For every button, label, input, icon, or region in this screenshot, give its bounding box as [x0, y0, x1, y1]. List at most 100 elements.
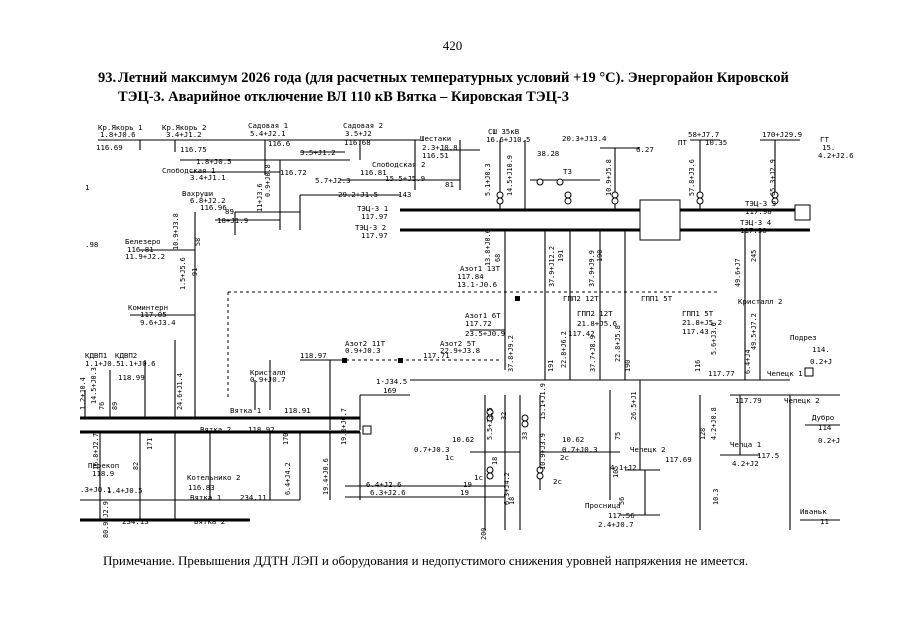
scheme-label: 18+J1.9	[217, 216, 248, 225]
scheme-label: Просница	[585, 501, 621, 510]
scheme-label: 117.71	[423, 351, 450, 360]
scheme-label: 114.	[812, 345, 830, 354]
scheme-label: ТЭЦ-3 2	[355, 223, 386, 232]
scheme-label: 6.4+J2.6	[366, 480, 402, 489]
scheme-vertical-label: 37.9+J12.2	[548, 246, 556, 287]
scheme-vertical-label: 14.5+J0.3	[90, 367, 98, 404]
scheme-label: 117.56	[608, 511, 635, 520]
scheme-label: 169	[383, 386, 396, 395]
scheme-vertical-label: 65.3+J2.9	[769, 159, 777, 196]
scheme-label: Чепецк 1	[767, 369, 803, 378]
scheme-label: 116.83	[188, 483, 215, 492]
scheme-label: 114	[818, 423, 832, 432]
scheme-label: Чепецк 2	[630, 445, 666, 454]
scheme-label: ТЭЦ-3 4	[740, 218, 772, 227]
scheme-label: Коминтерн	[128, 303, 168, 312]
scheme-vertical-label: 37.7+J8.9	[589, 335, 597, 372]
scheme-vertical-label: 5.5+J3.5	[486, 407, 494, 440]
scheme-label: КДВП2	[115, 351, 137, 360]
heading-number: 93.	[98, 70, 117, 86]
scheme-label: 3.5+J1.2	[300, 148, 336, 157]
scheme-vertical-label: 171	[146, 438, 154, 450]
scheme-label: Котельнико 2	[187, 473, 240, 482]
scheme-label: 117.5	[757, 451, 779, 460]
scheme-label: ТЭЦ-3 3	[745, 199, 776, 208]
scheme-label: 116.96	[200, 203, 227, 212]
scheme-label: 10.62	[452, 435, 474, 444]
scheme-label: 116.72	[280, 168, 307, 177]
scheme-label: 38.28	[537, 149, 559, 158]
page-heading: 93. Летний максимум 2026 года (для расче…	[98, 69, 858, 107]
scheme-label: Вахруши	[182, 189, 213, 198]
scheme-label: 234.13	[122, 517, 149, 526]
scheme-label: Белезеро	[125, 237, 161, 246]
scheme-label: 1.1+J0.6	[120, 359, 156, 368]
heading-line-1: Летний максимум 2026 года (для расчетных…	[118, 70, 789, 86]
scheme-label: 21.8+J5.6	[577, 319, 617, 328]
scheme-vertical-label: 105	[612, 466, 620, 478]
scheme-vertical-label: 5.6+J3.6	[710, 322, 718, 355]
scheme-label: Вятка 2	[200, 425, 231, 434]
scheme-label: Чепецк 2	[784, 396, 820, 405]
scheme-label: .98	[85, 240, 98, 249]
scheme-label: 13.1-J0.6	[457, 280, 497, 289]
scheme-label: Садовая 1	[248, 121, 288, 130]
scheme-label: 4.1+J2	[610, 463, 637, 472]
scheme-label: 10.35	[705, 138, 727, 147]
scheme-label: Вятка 1	[230, 406, 261, 415]
scheme-label: ПТ	[678, 138, 687, 147]
scheme-vertical-label: 49.5+J7.2	[750, 313, 758, 350]
scheme-vertical-label: 116	[694, 360, 702, 372]
scheme-label: 0.2+J	[818, 436, 840, 445]
scheme-label: Подрез	[790, 333, 817, 342]
scheme-vertical-label: 5.1+J0.3	[484, 163, 492, 196]
scheme-label: 116.68	[344, 138, 371, 147]
scheme-label: Шестаки	[420, 134, 451, 143]
scheme-label: Т3	[563, 167, 572, 176]
scheme-vertical-label: 0.9+J0.8	[264, 164, 272, 197]
scheme-label: ГПП2 12Т	[577, 309, 613, 318]
scheme-label: 5.4+J2.1	[250, 129, 286, 138]
scheme-label: 3.4+J1.2	[166, 130, 202, 139]
scheme-vertical-label: 10.3	[712, 489, 720, 505]
scheme-label: 117.42	[568, 329, 595, 338]
scheme-vertical-label: 11+J3.6	[256, 183, 264, 212]
scheme-switches	[342, 178, 814, 480]
scheme-label: 116.81	[360, 168, 387, 177]
scheme-label: 118.99	[118, 373, 145, 382]
scheme-label: 2с	[553, 477, 562, 486]
scheme-label: 117.98	[740, 226, 767, 235]
scheme-label: ТЭЦ-3 1	[357, 204, 388, 213]
scheme-vertical-label: 4.2+J0.8	[710, 407, 718, 440]
scheme-vertical-label: 6.4+J4	[744, 349, 752, 374]
scheme-label: 29.2+J1.5	[338, 190, 378, 199]
scheme-label: Азот1 6Т	[465, 311, 501, 320]
scheme-vertical-label: 190	[624, 360, 632, 372]
scheme-label: 117.79	[735, 396, 762, 405]
scheme-label: 15.5+J5.9	[385, 174, 425, 183]
scheme-label: 1с	[445, 453, 454, 462]
scheme-label: ГПП1 5Т	[682, 309, 714, 318]
scheme-vertical-label: 10.9+J3.9	[539, 433, 547, 470]
scheme-label: Кристалл	[250, 368, 286, 377]
scheme-label: Дубро	[812, 413, 834, 422]
scheme-label: КДВП1	[85, 351, 107, 360]
scheme-label: 1с	[474, 473, 483, 482]
scheme-label: ГТ	[820, 135, 829, 144]
scheme-label: 118.91	[284, 406, 311, 415]
scheme-vertical-label: 18	[508, 497, 516, 505]
scheme-vertical-label: 128	[699, 428, 707, 440]
scheme-label: 0.7+J0.3	[414, 445, 450, 454]
scheme-vertical-label: 75	[614, 432, 622, 440]
scheme-label: 118.9	[92, 469, 114, 478]
scheme-label: ГПП2 12Т	[563, 294, 599, 303]
scheme-label: Слободская 1	[162, 166, 215, 175]
scheme-label: 6.3+J2.6	[370, 488, 406, 497]
scheme-vertical-label: 6.4+J4.2	[284, 462, 292, 495]
scheme-label: 234.11	[240, 493, 267, 502]
scheme-label: 2с	[560, 453, 569, 462]
scheme-label: 20.3+J13.4	[562, 134, 607, 143]
scheme-vertical-label: 14.5+J10.9	[506, 155, 514, 196]
scheme-label: 143	[398, 190, 411, 199]
